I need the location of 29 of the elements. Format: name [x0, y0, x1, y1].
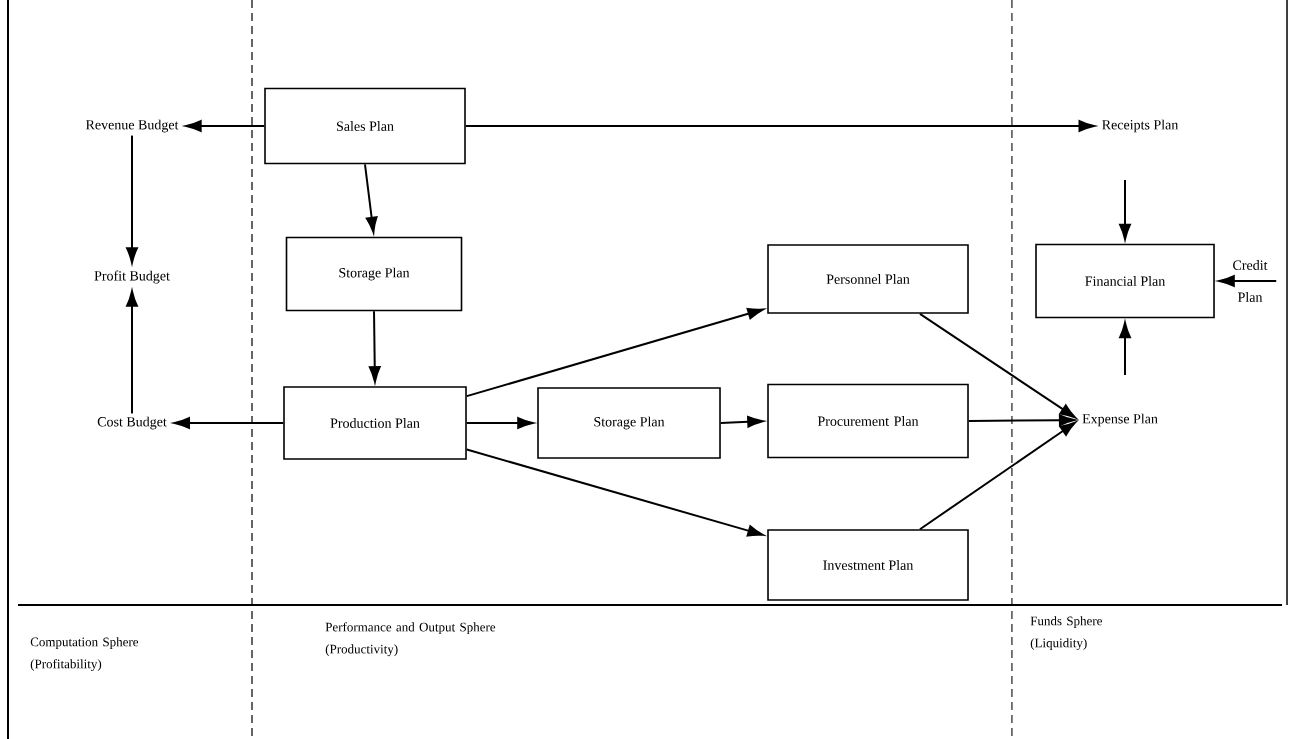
- node-label: Receipts Plan: [1102, 119, 1179, 133]
- sphere-label: Computation Sphere (Profitability): [30, 637, 139, 672]
- arrow: [465, 448, 764, 537]
- node-label: Expense Plan: [1082, 413, 1158, 427]
- arrow: [126, 134, 138, 264]
- arrow: [126, 290, 138, 415]
- arrow: [918, 312, 1076, 419]
- plan-box: Investment Plan: [767, 529, 969, 601]
- node-label: Credit Plan: [1233, 260, 1268, 302]
- arrow: [173, 417, 285, 429]
- plan-box: Financial Plan: [1035, 243, 1215, 319]
- plan-box: Storage Plan: [537, 387, 721, 459]
- plan-box: Production Plan: [283, 386, 467, 460]
- node-label: Revenue Budget: [85, 119, 179, 133]
- arrow: [185, 120, 266, 132]
- sphere-label: Funds Sphere (Liquidity): [1030, 616, 1102, 651]
- plan-box: Sales Plan: [264, 87, 466, 165]
- arrow: [918, 421, 1076, 531]
- arrow: [967, 414, 1076, 427]
- arrow: [719, 415, 764, 428]
- arrow: [465, 417, 534, 429]
- plan-box: Procurement Plan: [767, 383, 969, 459]
- arrow: [368, 310, 381, 383]
- node-label: Cost Budget: [97, 416, 167, 430]
- node-label: Profit Budget: [94, 270, 170, 284]
- plan-box: Personnel Plan: [767, 244, 969, 314]
- plan-box: Storage Plan: [285, 236, 463, 312]
- sphere-label: Performance and Output Sphere (Productivity): [325, 622, 496, 657]
- arrow: [1218, 275, 1278, 287]
